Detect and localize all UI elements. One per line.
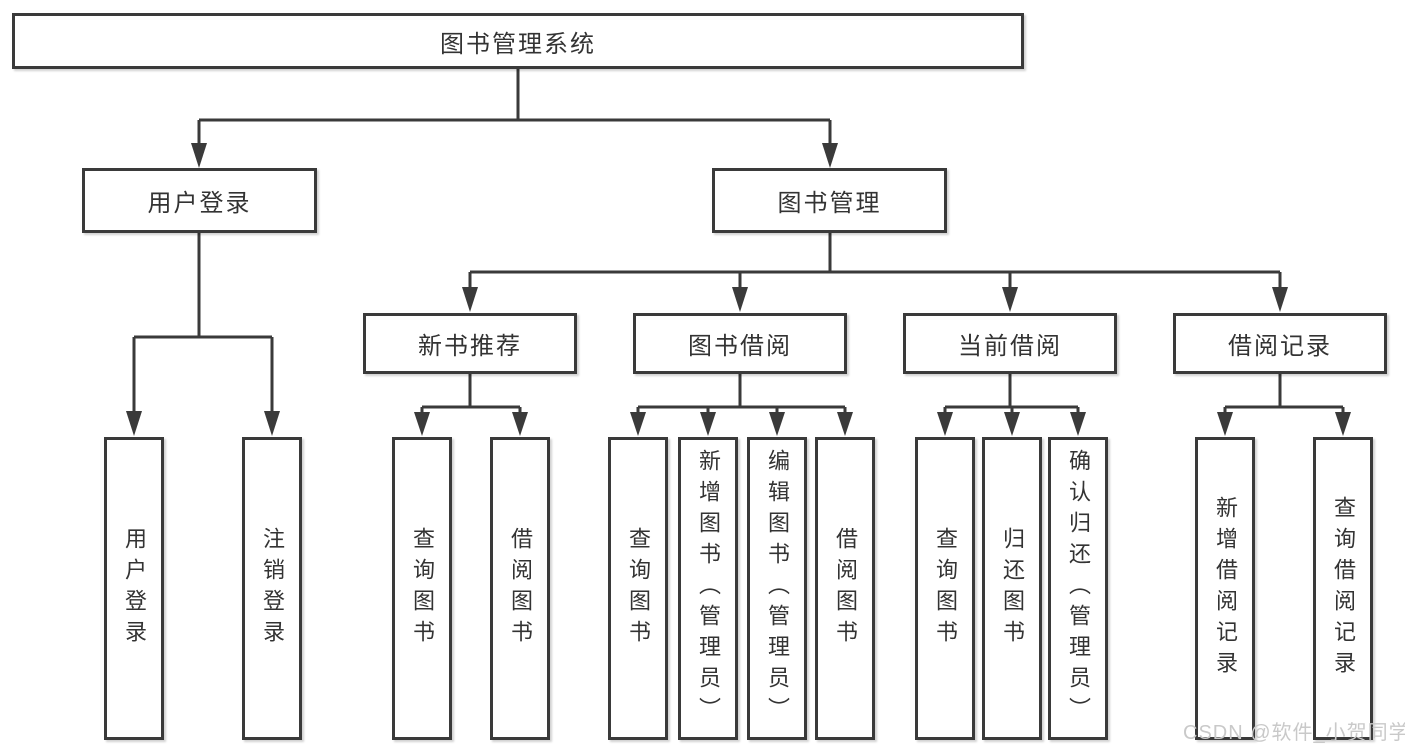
- leaf-borrow-books-recommend: 借阅图书: [490, 437, 550, 740]
- leaf-logout-login-label: 注销登录: [260, 526, 285, 651]
- node-new-book-recommend: 新书推荐: [363, 313, 577, 374]
- leaf-confirm-return-admin-label: 确认归还（管理员）: [1066, 449, 1091, 728]
- leaf-borrow-books-borrowing: 借阅图书: [815, 437, 875, 740]
- node-book-management-label: 图书管理: [777, 190, 882, 217]
- leaf-return-books-label: 归还图书: [1000, 526, 1025, 651]
- leaf-add-borrow-record-label: 新增借阅记录: [1213, 495, 1238, 682]
- leaf-add-borrow-record: 新增借阅记录: [1195, 437, 1255, 740]
- node-current-borrowing-label: 当前借阅: [958, 333, 1062, 360]
- leaf-query-books-borrowing-label: 查询图书: [626, 526, 651, 651]
- leaf-edit-books-admin-label: 编辑图书（管理员）: [765, 449, 790, 728]
- leaf-user-login: 用户登录: [104, 437, 164, 740]
- leaf-return-books: 归还图书: [982, 437, 1042, 740]
- node-book-borrowing-label: 图书借阅: [688, 333, 792, 360]
- node-borrowing-records-label: 借阅记录: [1228, 333, 1332, 360]
- leaf-query-borrow-record-label: 查询借阅记录: [1331, 495, 1356, 682]
- leaf-query-books-current-label: 查询图书: [933, 526, 958, 651]
- leaf-query-books-recommend-label: 查询图书: [410, 526, 435, 651]
- connector-elbows: [132, 69, 1345, 417]
- leaf-query-books-recommend: 查询图书: [392, 437, 452, 740]
- leaf-borrow-books-recommend-label: 借阅图书: [508, 526, 533, 651]
- leaf-logout-login: 注销登录: [242, 437, 302, 740]
- node-user-login: 用户登录: [82, 168, 317, 233]
- node-user-login-label: 用户登录: [147, 190, 252, 217]
- leaf-confirm-return-admin: 确认归还（管理员）: [1048, 437, 1108, 740]
- leaf-query-books-current: 查询图书: [915, 437, 975, 740]
- csdn-watermark: CSDN @软件_小贺同学: [1183, 722, 1405, 744]
- node-current-borrowing: 当前借阅: [903, 313, 1117, 374]
- node-book-borrowing: 图书借阅: [633, 313, 847, 374]
- leaf-add-books-admin: 新增图书（管理员）: [678, 437, 738, 740]
- leaf-query-borrow-record: 查询借阅记录: [1313, 437, 1373, 740]
- leaf-user-login-label: 用户登录: [122, 526, 147, 651]
- arrowheads: [126, 143, 1351, 436]
- node-root: 图书管理系统: [12, 13, 1024, 69]
- node-borrowing-records: 借阅记录: [1173, 313, 1387, 374]
- leaf-edit-books-admin: 编辑图书（管理员）: [747, 437, 807, 740]
- node-book-management: 图书管理: [712, 168, 947, 233]
- leaf-borrow-books-borrowing-label: 借阅图书: [833, 526, 858, 651]
- node-new-book-recommend-label: 新书推荐: [418, 333, 522, 360]
- leaf-query-books-borrowing: 查询图书: [608, 437, 668, 740]
- leaf-add-books-admin-label: 新增图书（管理员）: [696, 449, 721, 728]
- node-root-label: 图书管理系统: [440, 30, 596, 58]
